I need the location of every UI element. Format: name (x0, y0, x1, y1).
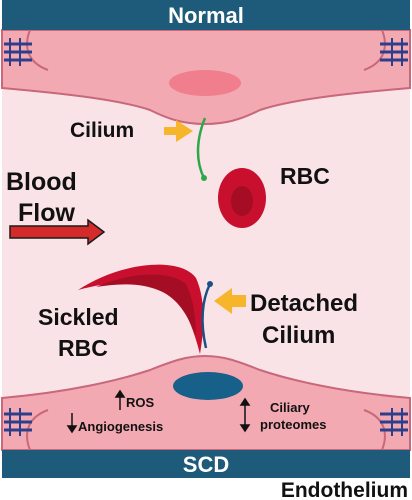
pointer-arrow-icon (164, 120, 193, 142)
sickled-label: Sickled (38, 304, 119, 330)
detached-label: Detached (250, 290, 358, 317)
cilium-label: Cilium (70, 119, 134, 142)
ros-label: ROS (126, 395, 155, 410)
banner-scd (2, 450, 410, 478)
up-down-arrow-icon (239, 397, 251, 433)
detached-cilium-label: Cilium (262, 322, 335, 349)
up-arrow-icon (114, 389, 126, 410)
nucleus-scd (173, 372, 243, 400)
cell-junction-bottom-right (363, 409, 386, 451)
tight-junction-icon (4, 408, 32, 436)
sickled-rbc-label: RBC (58, 335, 108, 361)
tight-junction-icon (380, 38, 408, 66)
blood-label: Blood (6, 168, 77, 196)
detached-cilium-tip (207, 281, 213, 287)
cell-junction-bottom-left (26, 409, 49, 451)
tight-junction-icon (4, 38, 32, 66)
cilium-tip (201, 175, 207, 181)
proteomes-label: proteomes (260, 417, 326, 432)
banner-normal-text: Normal (168, 3, 244, 28)
nucleus-normal (169, 70, 241, 96)
sickled-rbc-shading (96, 274, 196, 336)
down-arrow-icon (66, 413, 78, 434)
flow-arrow-icon (9, 218, 106, 246)
cilium (196, 117, 207, 179)
detached-cilium (201, 283, 212, 349)
banner-scd-text: SCD (183, 452, 229, 477)
banner-normal (2, 0, 410, 30)
endothelium-label: Endothelium (281, 479, 408, 500)
red-blood-cell-center (231, 186, 253, 216)
pointer-arrow-icon (214, 288, 246, 314)
ciliary-label: Ciliary (270, 400, 311, 415)
angiogenesis-label: Angiogenesis (78, 419, 163, 434)
rbc-label: RBC (280, 163, 330, 189)
tight-junction-icon (380, 408, 408, 436)
endothelium-scd (1, 354, 411, 451)
flow-label: Flow (18, 199, 75, 227)
